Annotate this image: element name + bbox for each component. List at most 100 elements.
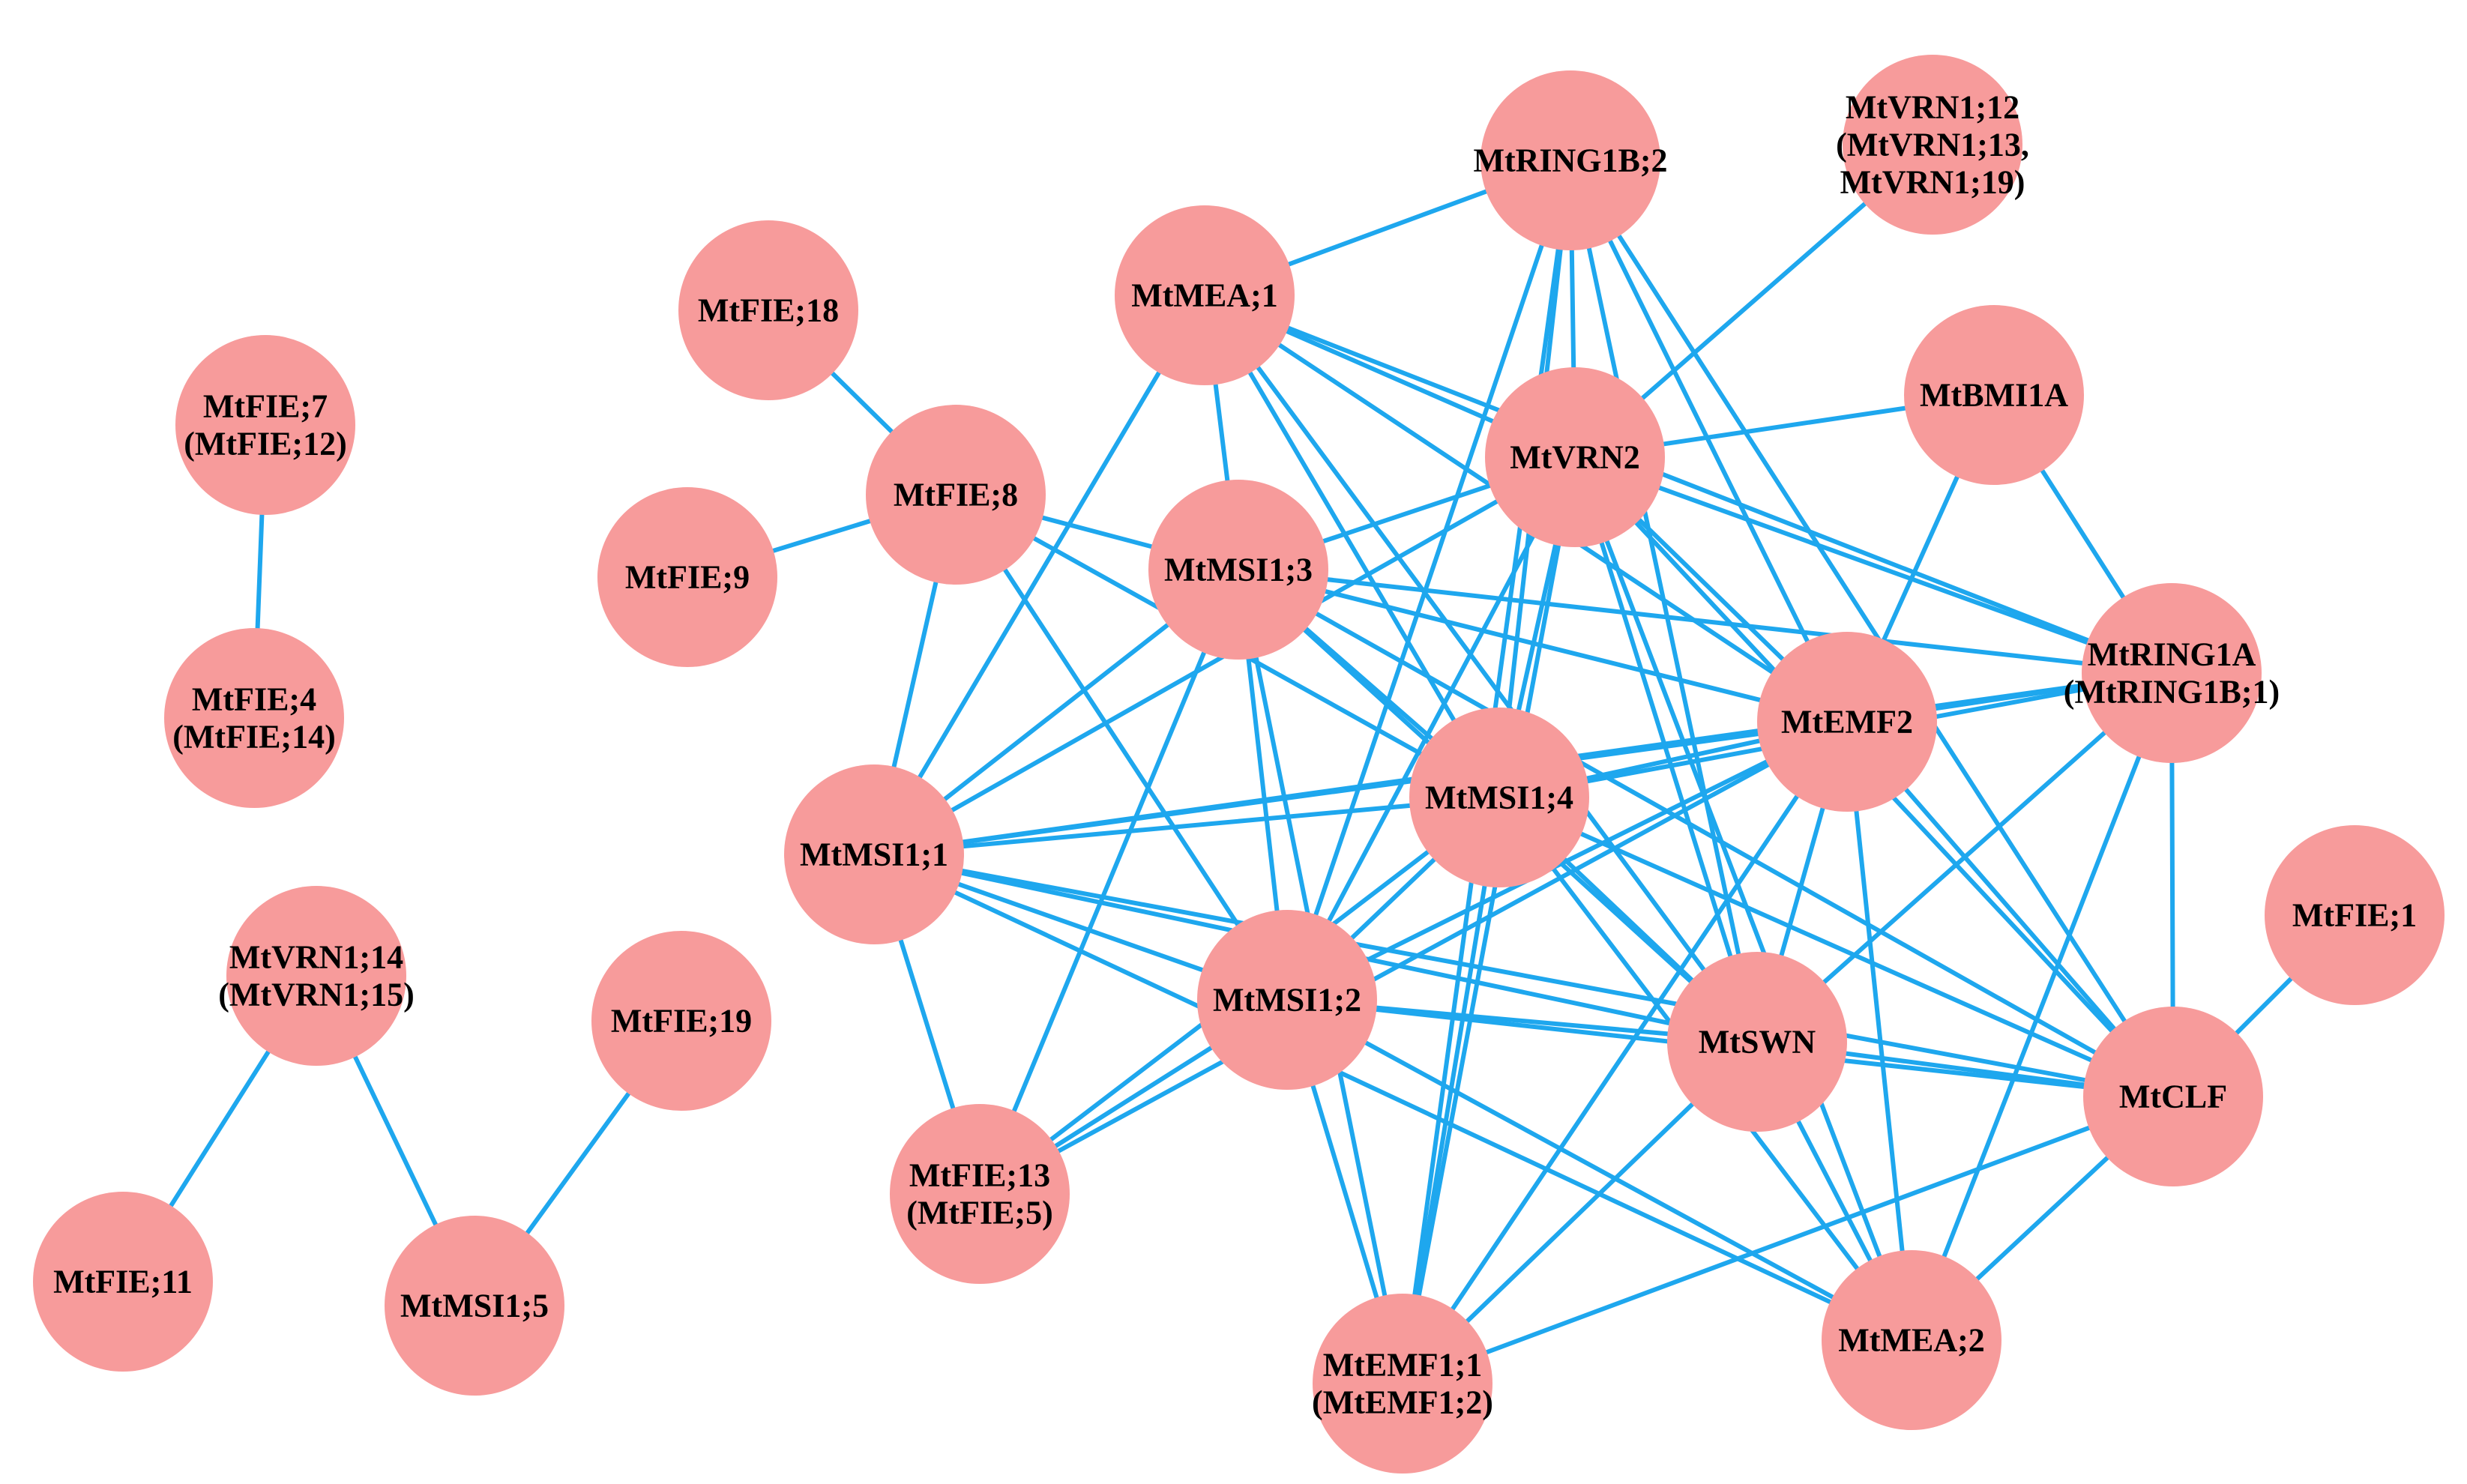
node-circle-ring1b2 — [1480, 70, 1660, 250]
edge-ring1b2-clf — [1568, 158, 2175, 1099]
node-circle-msi4 — [1409, 708, 1589, 887]
node-vrn2: MtVRN2 — [1485, 367, 1665, 547]
node-circle-vrn12 — [1843, 55, 2022, 235]
edge-msi1-clf — [872, 852, 2175, 1099]
node-label-vrn2-0: MtVRN2 — [1510, 439, 1640, 476]
node-label-emf1-0: MtEMF1;1 — [1323, 1347, 1483, 1384]
node-emf1: MtEMF1;1(MtEMF1;2) — [1312, 1294, 1493, 1474]
edge-mea1-swn — [1202, 293, 1759, 1044]
node-label-fie1-0: MtFIE;1 — [2292, 897, 2417, 934]
node-label-clf-0: MtCLF — [2119, 1079, 2227, 1115]
node-circle-fie7 — [175, 335, 355, 515]
edge-vrn2-swn — [1573, 455, 1759, 1044]
node-circle-fie9 — [597, 487, 777, 667]
edge-emf2-mea2 — [1845, 720, 1914, 1342]
node-circle-fie4 — [164, 628, 344, 808]
node-bmi1a: MtBMI1A — [1904, 305, 2084, 485]
node-circle-fie1 — [2265, 825, 2445, 1005]
node-label-vrn14-1: (MtVRN1;15) — [218, 977, 414, 1013]
edge-ring1a-swn — [1755, 671, 2174, 1044]
node-label-vrn12-2: MtVRN1;19) — [1840, 164, 2025, 201]
node-label-fie7-1: (MtFIE;12) — [184, 426, 347, 462]
node-circle-emf1 — [1313, 1294, 1492, 1474]
node-label-msi3-0: MtMSI1;3 — [1164, 552, 1313, 588]
node-label-ring1a-1: (MtRING1B;1) — [2064, 674, 2280, 711]
node-fie7: MtFIE;7(MtFIE;12) — [175, 335, 355, 515]
node-vrn14: MtVRN1;14(MtVRN1;15) — [218, 886, 415, 1066]
node-fie19: MtFIE;19 — [591, 931, 771, 1111]
node-msi1: MtMSI1;1 — [784, 764, 964, 944]
node-label-fie13-0: MtFIE;13 — [909, 1157, 1050, 1194]
node-label-fie19-0: MtFIE;19 — [611, 1003, 752, 1040]
node-circle-msi1 — [784, 764, 964, 944]
edge-vrn2-msi2 — [1285, 455, 1577, 1002]
node-swn: MtSWN — [1667, 952, 1847, 1132]
node-label-msi2-0: MtMSI1;2 — [1213, 982, 1361, 1019]
edge-clf-emf1 — [1400, 1094, 2175, 1386]
node-ring1a: MtRING1A(MtRING1B;1) — [2064, 583, 2280, 763]
node-circle-fie13 — [890, 1104, 1070, 1284]
edge-vrn2-emf1 — [1400, 455, 1577, 1386]
node-label-msi4-0: MtMSI1;4 — [1425, 779, 1573, 816]
node-circle-msi2 — [1197, 910, 1377, 1090]
node-circle-mea1 — [1115, 205, 1295, 385]
node-fie9: MtFIE;9 — [597, 487, 777, 667]
node-circle-clf — [2083, 1007, 2263, 1186]
node-circle-mea2 — [1822, 1250, 2001, 1430]
edge-ring1b2-emf2 — [1568, 158, 1849, 724]
node-label-msi5-0: MtMSI1;5 — [400, 1288, 549, 1324]
node-layer: MtFIE;7(MtFIE;12) MtFIE;4(MtFIE;14) MtVRN1… — [33, 55, 2445, 1474]
node-label-bmi1a-0: MtBMI1A — [1920, 377, 2068, 414]
node-clf: MtCLF — [2083, 1007, 2263, 1186]
edge-msi2-mea2 — [1285, 998, 1914, 1342]
node-circle-ring1a — [2082, 583, 2262, 763]
node-circle-swn — [1667, 952, 1847, 1132]
node-label-swn-0: MtSWN — [1699, 1024, 1816, 1061]
node-label-msi1-0: MtMSI1;1 — [800, 836, 948, 873]
node-label-vrn12-0: MtVRN1;12 — [1846, 89, 2019, 126]
node-emf2: MtEMF2 — [1757, 632, 1937, 812]
edge-fie8-msi2 — [954, 492, 1289, 1002]
node-msi5: MtMSI1;5 — [385, 1216, 564, 1396]
node-fie13: MtFIE;13(MtFIE;5) — [890, 1104, 1070, 1284]
node-label-fie13-1: (MtFIE;5) — [906, 1195, 1053, 1231]
edge-ring1b2-msi2 — [1285, 158, 1573, 1002]
edge-mea1-ring1a — [1202, 293, 2174, 675]
node-mea1: MtMEA;1 — [1115, 205, 1295, 385]
node-circle-fie18 — [678, 220, 858, 400]
edge-msi3-ring1a — [1236, 567, 2174, 675]
node-fie4: MtFIE;4(MtFIE;14) — [164, 628, 344, 808]
node-fie18: MtFIE;18 — [678, 220, 858, 400]
node-msi2: MtMSI1;2 — [1197, 910, 1377, 1090]
node-label-mea2-0: MtMEA;2 — [1838, 1322, 1985, 1359]
node-label-vrn14-0: MtVRN1;14 — [229, 939, 403, 976]
node-circle-emf2 — [1757, 632, 1937, 812]
node-label-fie4-1: (MtFIE;14) — [172, 719, 336, 755]
edge-mea1-msi1 — [872, 293, 1207, 857]
edge-msi3-emf2 — [1236, 567, 1849, 724]
node-label-ring1a-0: MtRING1A — [2088, 636, 2256, 673]
node-label-fie11-0: MtFIE;11 — [53, 1264, 193, 1300]
edge-msi4-clf — [1497, 795, 2175, 1099]
node-msi4: MtMSI1;4 — [1409, 708, 1589, 887]
edge-emf2-emf1 — [1400, 720, 1849, 1386]
node-label-fie8-0: MtFIE;8 — [894, 477, 1018, 513]
node-fie11: MtFIE;11 — [33, 1192, 213, 1372]
edge-fie13-emf2 — [978, 720, 1849, 1196]
edge-vrn2-mea2 — [1573, 455, 1914, 1342]
node-fie8: MtFIE;8 — [866, 405, 1046, 585]
node-ring1b2: MtRING1B;2 — [1473, 70, 1668, 250]
node-circle-fie11 — [33, 1192, 213, 1372]
node-label-mea1-0: MtMEA;1 — [1131, 277, 1278, 314]
edge-ring1b2-swn — [1568, 158, 1759, 1044]
edge-mea1-msi4 — [1202, 293, 1501, 800]
node-label-fie7-0: MtFIE;7 — [203, 388, 328, 425]
node-vrn12: MtVRN1;12(MtVRN1;13,MtVRN1;19) — [1836, 55, 2029, 235]
node-circle-msi5 — [385, 1216, 564, 1396]
node-label-ring1b2-0: MtRING1B;2 — [1473, 142, 1667, 179]
node-circle-msi3 — [1148, 480, 1328, 660]
edge-ring1a-mea2 — [1909, 671, 2174, 1342]
node-mea2: MtMEA;2 — [1822, 1250, 2001, 1430]
node-circle-vrn2 — [1485, 367, 1665, 547]
